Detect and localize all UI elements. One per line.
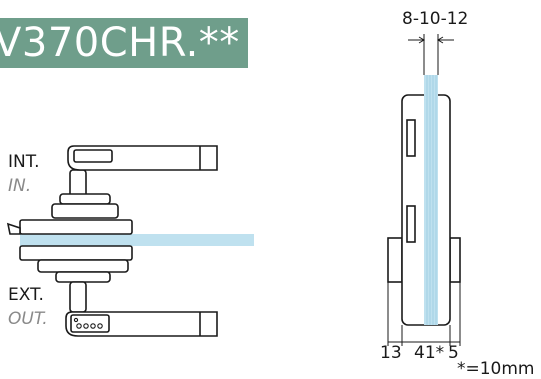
interior-label-alt: IN.: [8, 176, 32, 196]
cable-tail: [6, 222, 21, 235]
exterior-label: EXT.: [8, 285, 44, 305]
side-view: [387, 75, 461, 326]
footnote: *=10mm: [457, 359, 535, 379]
front-view: [6, 145, 254, 337]
model-code: V370CHR.**: [0, 20, 240, 66]
side-block-right: [449, 237, 461, 283]
exterior-label-alt: OUT.: [8, 309, 48, 329]
title-banner: V370CHR.**: [0, 18, 248, 68]
slot-lower: [406, 205, 416, 243]
glass-thickness-dimension: 8-10-12: [402, 9, 469, 29]
clamp-plate-bottom: [19, 245, 133, 261]
lower-lever-handle: [65, 281, 218, 337]
dimension-lines: [387, 34, 461, 346]
glass-panel-front: [20, 234, 254, 246]
clamp-plate-top: [19, 219, 133, 235]
lower-rose-cap: [55, 271, 111, 283]
dimension-center: 41*: [414, 343, 445, 363]
side-block-left: [387, 237, 403, 283]
dimension-right: 5: [448, 343, 459, 363]
slot-upper: [406, 119, 416, 157]
interior-label: INT.: [8, 152, 40, 172]
lower-rose: [37, 259, 129, 273]
keypad-panel: [70, 314, 110, 333]
dimension-left: 13: [380, 343, 402, 363]
upper-rose-cap: [59, 193, 111, 205]
glass-panel-side: [424, 75, 438, 325]
upper-handle-detail: [73, 149, 113, 163]
keypad-buttons: [73, 317, 103, 329]
upper-rose: [51, 203, 119, 219]
